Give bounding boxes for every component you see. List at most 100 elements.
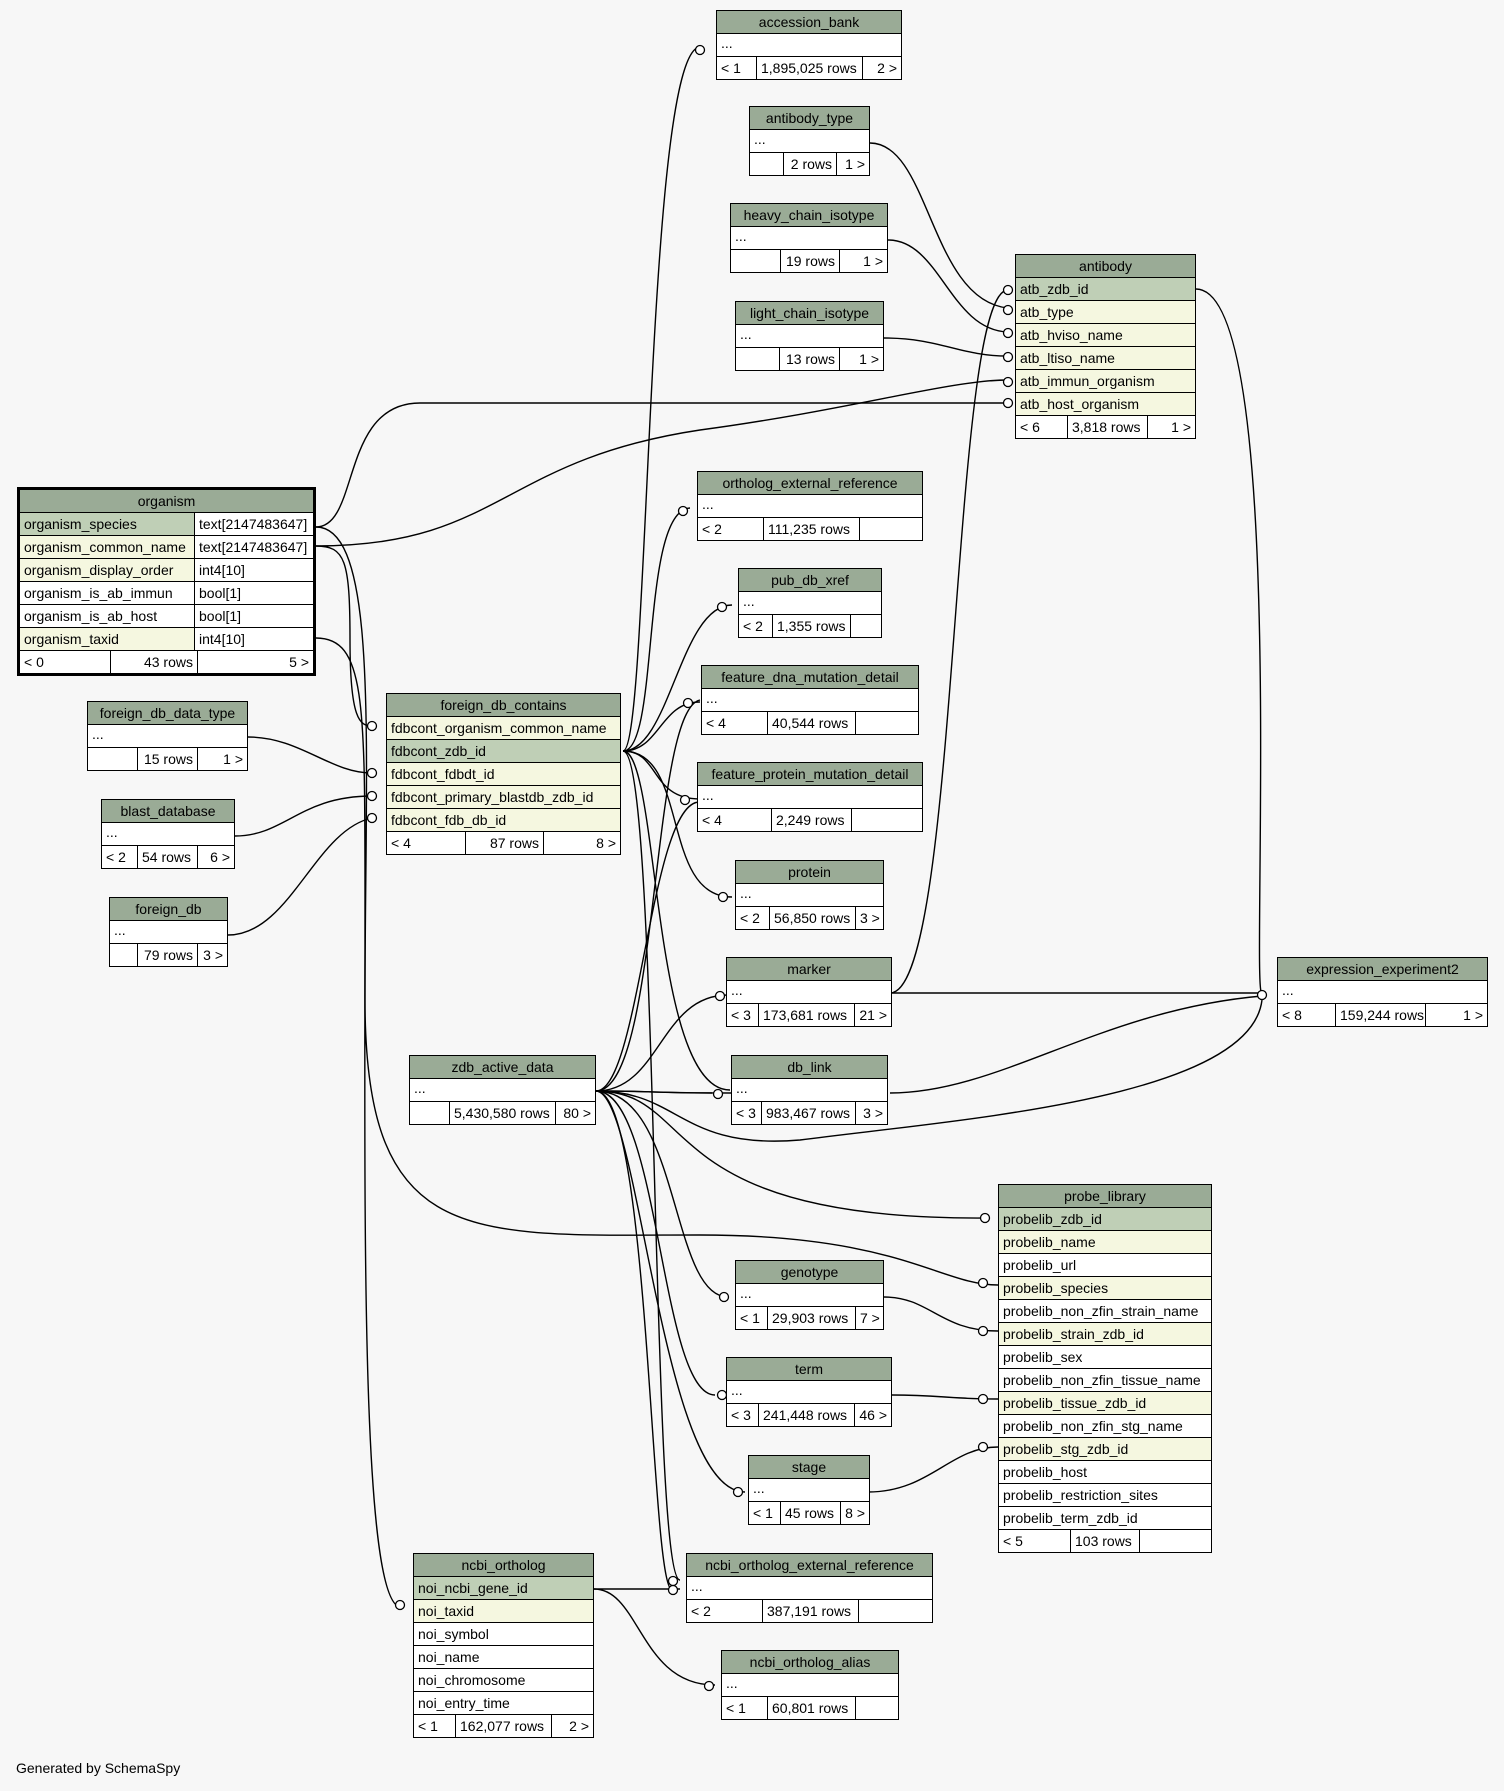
parents-count[interactable]: < 2 bbox=[102, 846, 138, 868]
column-row[interactable]: fdbcont_fdbdt_id bbox=[387, 763, 620, 786]
column-row[interactable]: fdbcont_primary_blastdb_zdb_id bbox=[387, 786, 620, 809]
children-count[interactable] bbox=[852, 809, 922, 831]
parents-count[interactable] bbox=[750, 153, 784, 175]
children-count[interactable]: 8 > bbox=[845, 1505, 865, 1521]
table-probe-library[interactable]: probe_library probelib_zdb_id probelib_n… bbox=[998, 1184, 1212, 1553]
children-count[interactable]: 1 > bbox=[863, 253, 883, 269]
children-count[interactable]: 6 > bbox=[210, 849, 230, 865]
parents-count[interactable]: < 1 bbox=[717, 57, 757, 79]
parents-count[interactable] bbox=[110, 944, 138, 966]
table-genotype[interactable]: genotype ... < 1 29,903 rows 7 > bbox=[735, 1260, 884, 1330]
column-row[interactable]: noi_chromosome bbox=[414, 1669, 593, 1692]
children-count[interactable] bbox=[859, 1600, 932, 1622]
parents-count[interactable]: < 1 bbox=[749, 1502, 781, 1524]
table-light-chain-isotype[interactable]: light_chain_isotype ... 13 rows 1 > bbox=[735, 301, 884, 371]
column-row[interactable]: probelib_host bbox=[999, 1461, 1211, 1484]
table-expression-experiment2[interactable]: expression_experiment2 ... < 8 159,244 r… bbox=[1277, 957, 1488, 1027]
children-count[interactable]: 1 > bbox=[1463, 1007, 1483, 1023]
table-protein[interactable]: protein ... < 2 56,850 rows 3 > bbox=[735, 860, 884, 930]
children-count[interactable] bbox=[851, 615, 881, 637]
children-count[interactable]: 5 > bbox=[289, 654, 309, 670]
children-count[interactable] bbox=[860, 518, 922, 540]
parents-count[interactable] bbox=[410, 1102, 450, 1124]
children-count[interactable]: 1 > bbox=[1171, 419, 1191, 435]
parents-count[interactable]: < 0 bbox=[20, 651, 111, 673]
children-count[interactable]: 1 > bbox=[845, 156, 865, 172]
parents-count[interactable]: < 2 bbox=[698, 518, 764, 540]
column-row[interactable]: atb_zdb_id bbox=[1016, 278, 1195, 301]
parents-count[interactable] bbox=[731, 250, 781, 272]
column-row[interactable]: probelib_non_zfin_stg_name bbox=[999, 1415, 1211, 1438]
parents-count[interactable]: < 4 bbox=[698, 809, 772, 831]
parents-count[interactable]: < 1 bbox=[736, 1307, 768, 1329]
parents-count[interactable]: < 2 bbox=[687, 1600, 763, 1622]
column-row[interactable]: atb_ltiso_name bbox=[1016, 347, 1195, 370]
column-row[interactable]: probelib_tissue_zdb_id bbox=[999, 1392, 1211, 1415]
parents-count[interactable]: < 5 bbox=[999, 1530, 1071, 1552]
parents-count[interactable]: < 2 bbox=[739, 615, 773, 637]
parents-count[interactable]: < 4 bbox=[702, 712, 768, 734]
column-row[interactable]: fdbcont_organism_common_name bbox=[387, 717, 620, 740]
column-row[interactable]: fdbcont_zdb_id bbox=[387, 740, 620, 763]
column-row[interactable]: probelib_name bbox=[999, 1231, 1211, 1254]
column-row[interactable]: probelib_term_zdb_id bbox=[999, 1507, 1211, 1530]
column-row[interactable]: noi_symbol bbox=[414, 1623, 593, 1646]
children-count[interactable]: 21 > bbox=[859, 1007, 887, 1023]
children-count[interactable]: 1 > bbox=[223, 751, 243, 767]
column-row[interactable]: probelib_sex bbox=[999, 1346, 1211, 1369]
parents-count[interactable]: < 3 bbox=[727, 1004, 759, 1026]
column-row[interactable]: atb_type bbox=[1016, 301, 1195, 324]
children-count[interactable]: 8 > bbox=[596, 835, 616, 851]
table-feature-dna-mutation-detail[interactable]: feature_dna_mutation_detail ... < 4 40,5… bbox=[701, 665, 919, 735]
table-foreign-db-contains[interactable]: foreign_db_contains fdbcont_organism_com… bbox=[386, 693, 621, 855]
column-row[interactable]: atb_host_organism bbox=[1016, 393, 1195, 416]
parents-count[interactable]: < 2 bbox=[736, 907, 770, 929]
column-row[interactable]: probelib_stg_zdb_id bbox=[999, 1438, 1211, 1461]
column-row[interactable]: probelib_zdb_id bbox=[999, 1208, 1211, 1231]
table-antibody[interactable]: antibody atb_zdb_id atb_type atb_hviso_n… bbox=[1015, 254, 1196, 439]
table-foreign-db[interactable]: foreign_db ... 79 rows 3 > bbox=[109, 897, 228, 967]
table-stage[interactable]: stage ... < 1 45 rows 8 > bbox=[748, 1455, 870, 1525]
table-ortholog-external-reference[interactable]: ortholog_external_reference ... < 2 111,… bbox=[697, 471, 923, 541]
parents-count[interactable]: < 8 bbox=[1278, 1004, 1336, 1026]
parents-count[interactable]: < 3 bbox=[727, 1404, 759, 1426]
table-ncbi-ortholog-external-reference[interactable]: ncbi_ortholog_external_reference ... < 2… bbox=[686, 1553, 933, 1623]
table-antibody-type[interactable]: antibody_type ... 2 rows 1 > bbox=[749, 106, 870, 176]
children-count[interactable] bbox=[856, 1697, 898, 1719]
table-pub-db-xref[interactable]: pub_db_xref ... < 2 1,355 rows bbox=[738, 568, 882, 638]
column-row[interactable]: fdbcont_fdb_db_id bbox=[387, 809, 620, 832]
column-row[interactable]: noi_name bbox=[414, 1646, 593, 1669]
children-count[interactable]: 80 > bbox=[563, 1105, 591, 1121]
children-count[interactable]: 46 > bbox=[859, 1407, 887, 1423]
children-count[interactable] bbox=[856, 712, 918, 734]
column-row[interactable]: probelib_species bbox=[999, 1277, 1211, 1300]
column-row[interactable]: probelib_url bbox=[999, 1254, 1211, 1277]
children-count[interactable]: 2 > bbox=[877, 60, 897, 76]
children-count[interactable] bbox=[1140, 1530, 1211, 1552]
table-term[interactable]: term ... < 3 241,448 rows 46 > bbox=[726, 1357, 892, 1427]
children-count[interactable]: 3 > bbox=[863, 1105, 883, 1121]
table-foreign-db-data-type[interactable]: foreign_db_data_type ... 15 rows 1 > bbox=[87, 701, 248, 771]
parents-count[interactable]: < 6 bbox=[1016, 416, 1068, 438]
table-heavy-chain-isotype[interactable]: heavy_chain_isotype ... 19 rows 1 > bbox=[730, 203, 888, 273]
parents-count[interactable]: < 3 bbox=[732, 1102, 762, 1124]
column-row[interactable]: noi_taxid bbox=[414, 1600, 593, 1623]
children-count[interactable]: 2 > bbox=[569, 1718, 589, 1734]
column-row[interactable]: probelib_non_zfin_tissue_name bbox=[999, 1369, 1211, 1392]
table-db-link[interactable]: db_link ... < 3 983,467 rows 3 > bbox=[731, 1055, 888, 1125]
children-count[interactable]: 7 > bbox=[860, 1310, 880, 1326]
parents-count[interactable]: < 1 bbox=[414, 1715, 456, 1737]
table-ncbi-ortholog-alias[interactable]: ncbi_ortholog_alias ... < 1 60,801 rows bbox=[721, 1650, 899, 1720]
children-count[interactable]: 3 > bbox=[203, 947, 223, 963]
column-row[interactable]: atb_immun_organism bbox=[1016, 370, 1195, 393]
children-count[interactable]: 3 > bbox=[860, 910, 880, 926]
column-row[interactable]: probelib_strain_zdb_id bbox=[999, 1323, 1211, 1346]
children-count[interactable]: 1 > bbox=[859, 351, 879, 367]
